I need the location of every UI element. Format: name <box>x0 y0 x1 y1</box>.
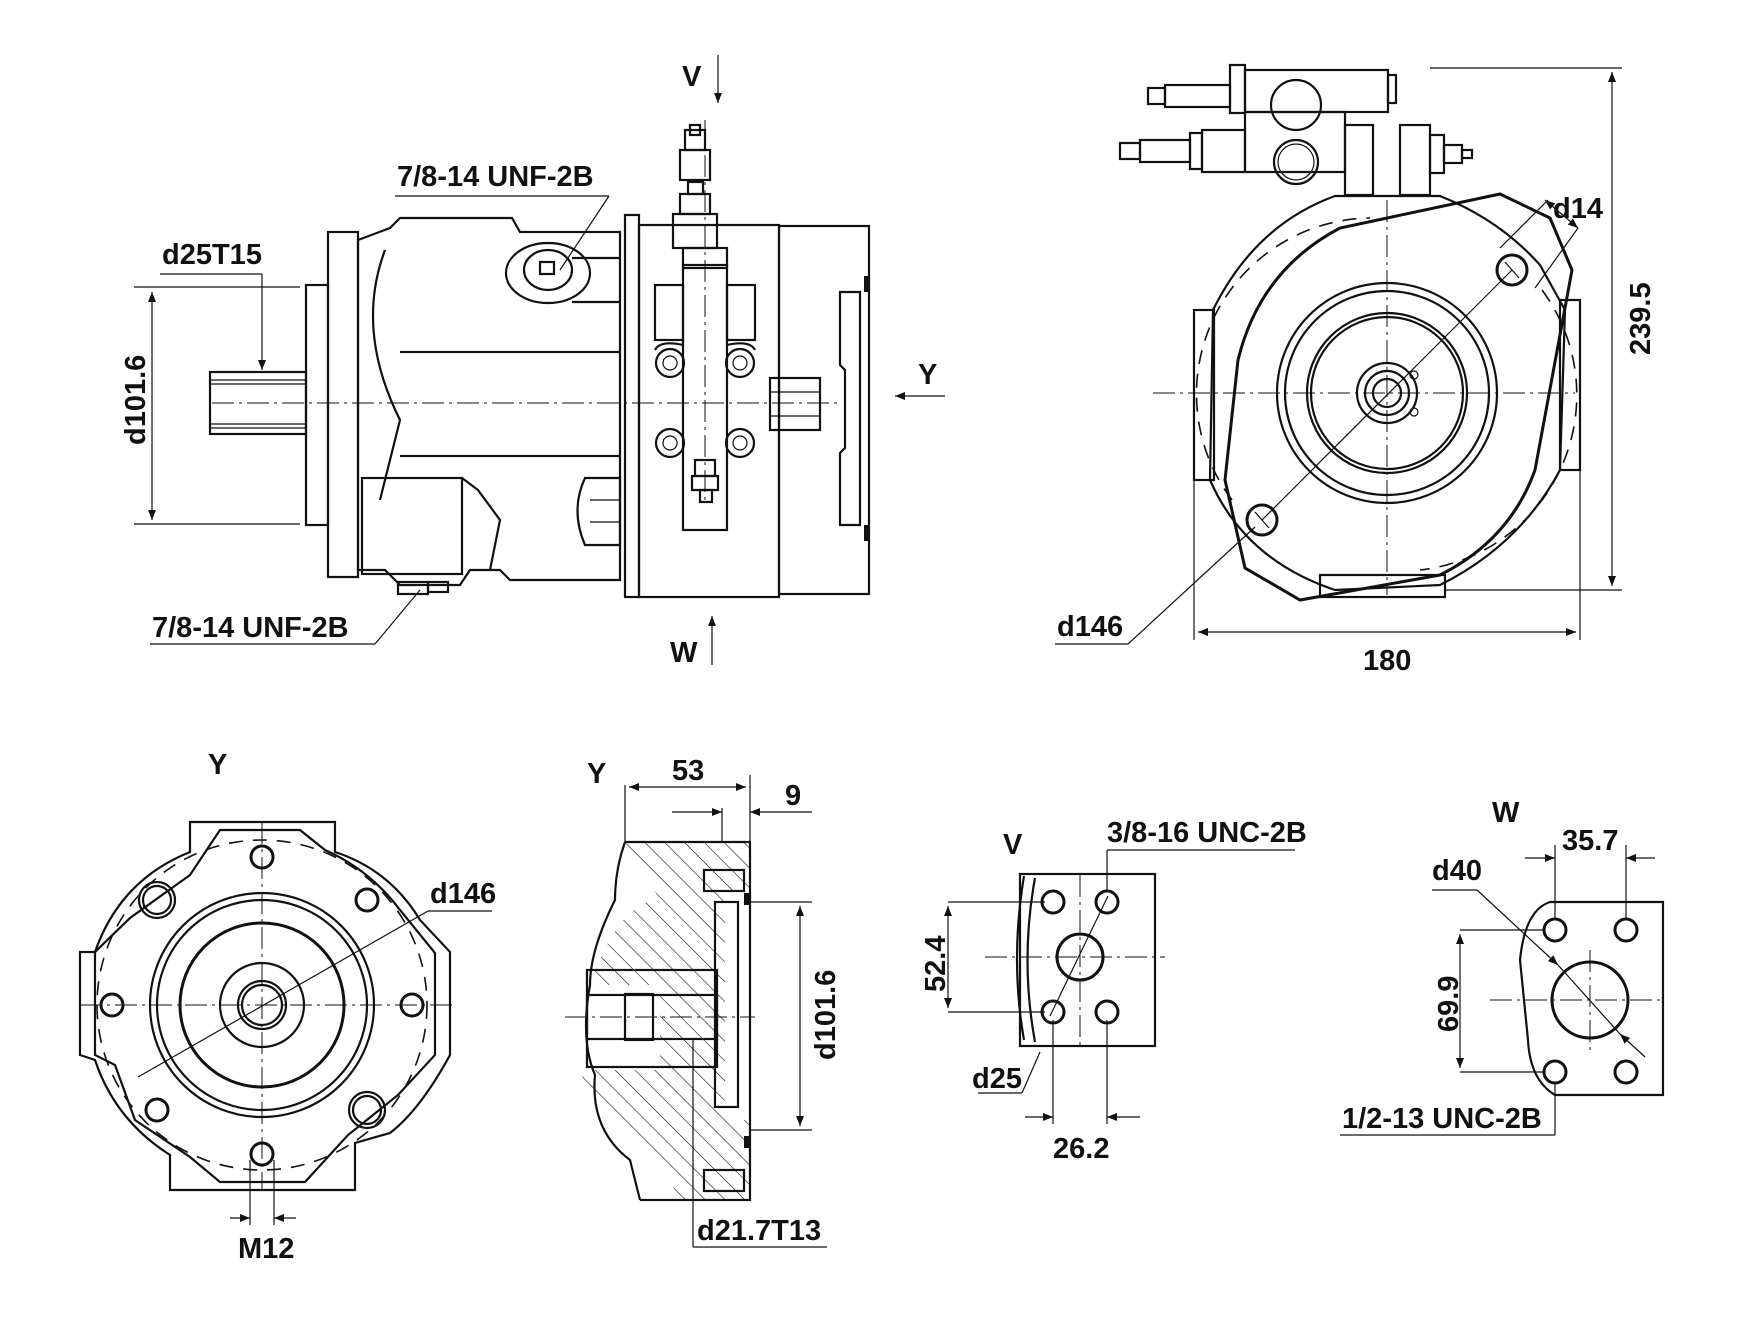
top-port-thread-label: 7/8-14 UNF-2B <box>397 161 594 193</box>
height-label: 239.5 <box>1625 282 1657 355</box>
shaft-spline-label: d25T15 <box>162 239 262 271</box>
view-y-face: Y d146 M12 <box>78 749 496 1265</box>
view-y-section: Y 53 9 d101.6 d21.7T13 <box>565 755 842 1248</box>
bolt-circle-label: d146 <box>1057 611 1123 643</box>
view-v-vertical-spacing-label: 52.4 <box>920 936 952 992</box>
port-plate <box>623 213 641 599</box>
view-arrow-y: Y <box>895 359 945 400</box>
view-arrow-w: W <box>670 616 716 669</box>
view-y-thread-label: M12 <box>238 1233 294 1265</box>
control-valve <box>653 123 822 532</box>
front-view: 239.5 180 d14 d146 <box>1055 63 1657 677</box>
view-w-horizontal-spacing-label: 35.7 <box>1562 825 1618 857</box>
width-label: 180 <box>1363 645 1411 677</box>
view-v-thread-label: 3/8-16 UNC-2B <box>1107 817 1307 849</box>
valve-block <box>1118 63 1474 197</box>
view-v-horizontal-spacing-label: 26.2 <box>1053 1133 1109 1165</box>
step-label: 9 <box>785 780 801 812</box>
mounting-flange <box>304 283 330 527</box>
section-pilot-diameter-label: d101.6 <box>810 970 842 1060</box>
bolt-hole-label: d14 <box>1553 193 1603 225</box>
view-w: W d40 35.7 69.9 1/2-13 UNC-2B <box>1340 797 1665 1136</box>
side-view: d101.6 d25T15 7/8-14 UNF-2B 7/8-14 UNF-2… <box>120 55 945 669</box>
svg-text:Y: Y <box>918 359 937 391</box>
view-v-port-diameter-label: d25 <box>972 1063 1022 1095</box>
svg-text:W: W <box>670 637 698 669</box>
svg-text:V: V <box>682 61 702 93</box>
pilot-diameter-label: d101.6 <box>120 355 152 445</box>
depth-label: 53 <box>672 755 704 787</box>
view-y-section-title: Y <box>587 758 606 790</box>
bottom-port-thread-label: 7/8-14 UNF-2B <box>152 612 349 644</box>
view-w-vertical-spacing-label: 69.9 <box>1433 976 1465 1032</box>
view-w-port-diameter-label: d40 <box>1432 855 1482 887</box>
pump-housing <box>356 216 622 596</box>
view-w-thread-label: 1/2-13 UNC-2B <box>1342 1103 1542 1135</box>
view-y-bolt-circle-label: d146 <box>430 878 496 910</box>
view-arrow-v: V <box>682 55 722 103</box>
view-y-face-title: Y <box>208 749 227 781</box>
section-spline-label: d21.7T13 <box>697 1215 821 1247</box>
view-w-title: W <box>1492 797 1520 829</box>
view-v: V 3/8-16 UNC-2B 52.4 26.2 d25 <box>920 817 1307 1165</box>
view-v-title: V <box>1003 829 1023 861</box>
